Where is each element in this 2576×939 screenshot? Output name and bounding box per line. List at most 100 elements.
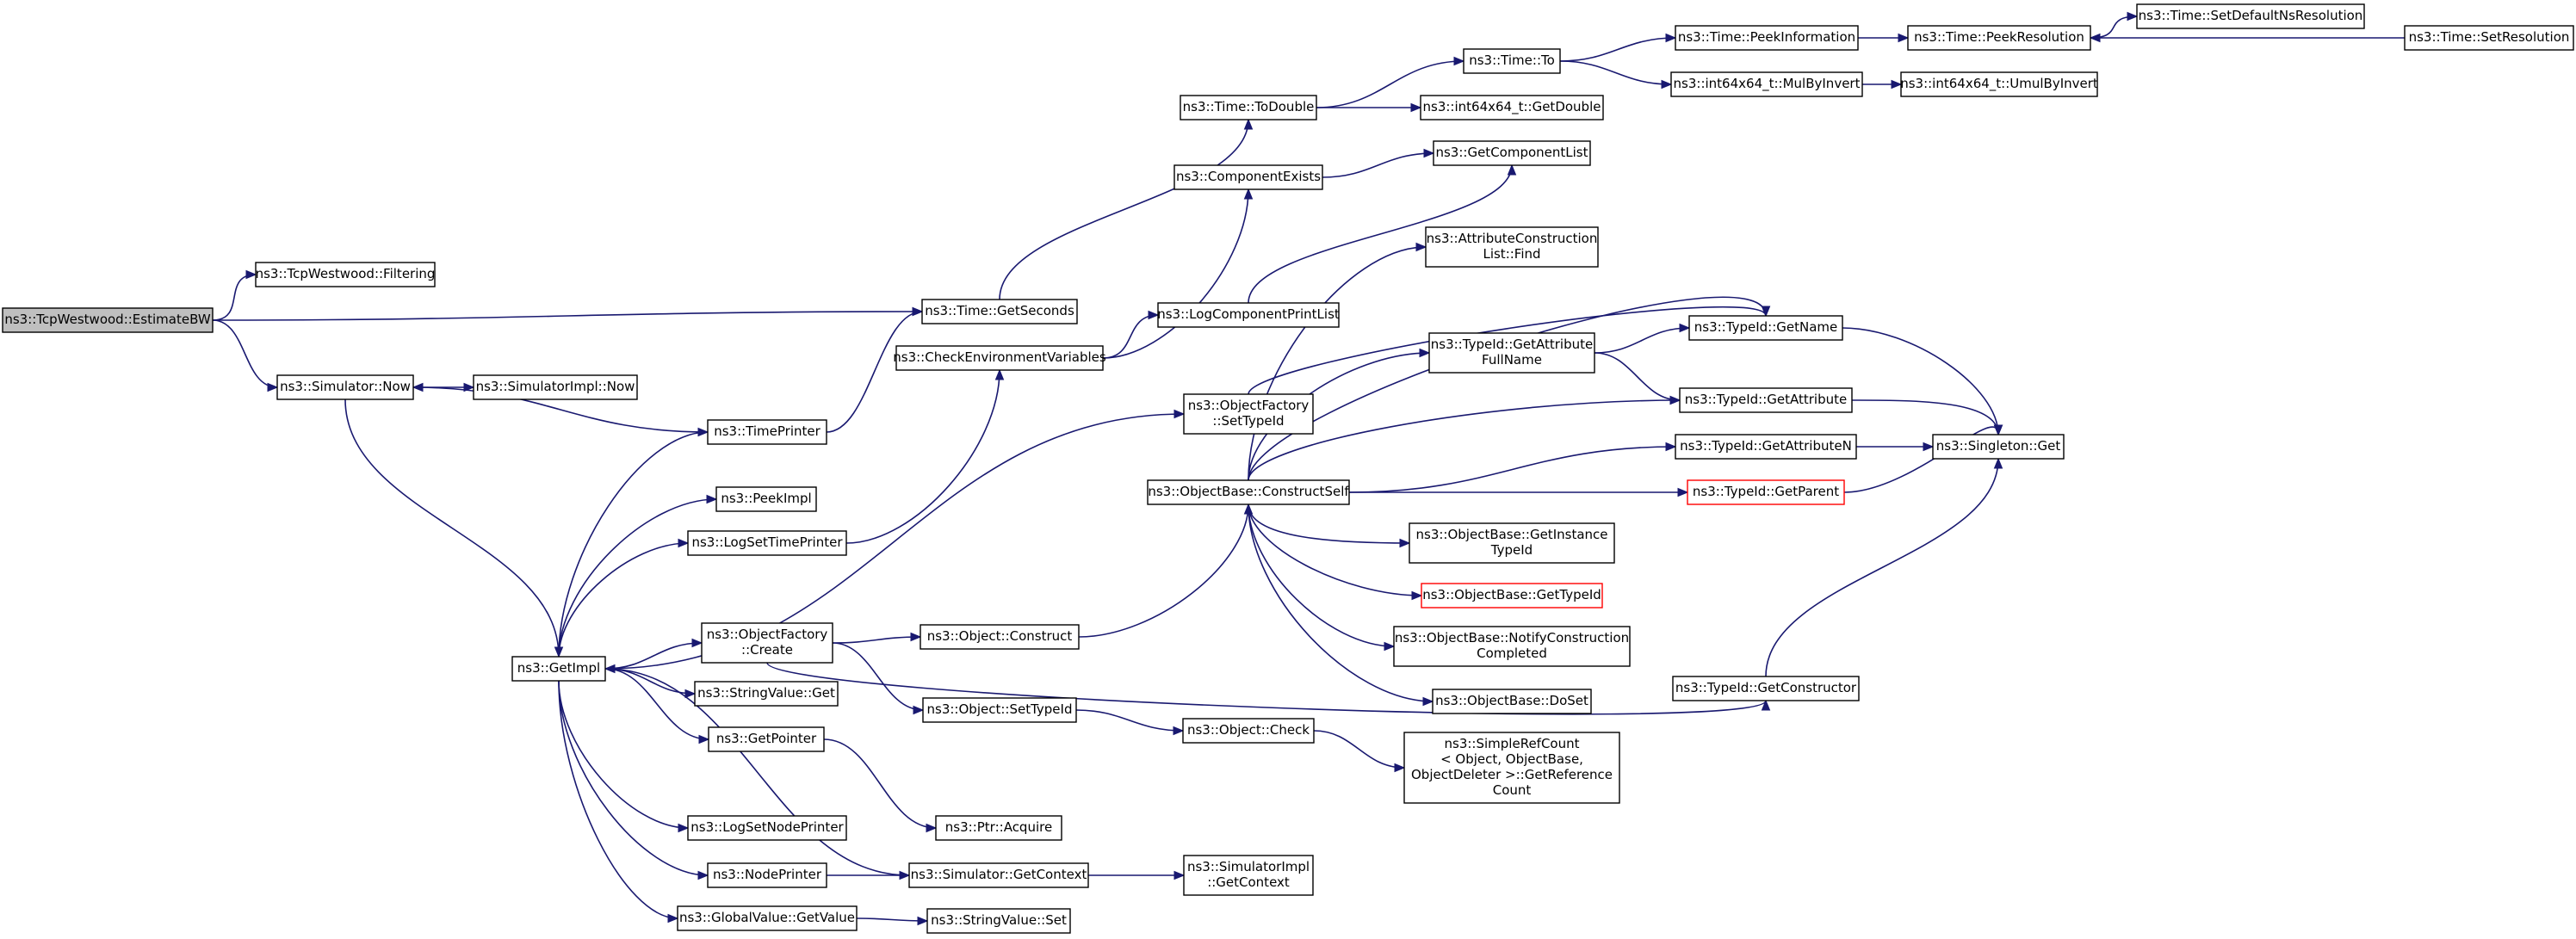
node-ns3-objectbase-notifyconstruction-completed[interactable]: ns3::ObjectBase::NotifyConstructionCompl… [1393,626,1631,667]
edge-objbaseconstructself-to-objbasedoset [1248,503,1434,702]
node-ns3-objectbase-constructself[interactable]: ns3::ObjectBase::ConstructSelf [1147,479,1350,505]
node-ns3-getpointer[interactable]: ns3::GetPointer [708,726,825,752]
arrowhead-icon [910,632,922,642]
node-label: Completed [1477,646,1547,661]
node-box [1688,315,1843,341]
node-box [511,656,606,682]
edge-getimpl-to-timeprinter [558,431,709,658]
node-ns3-objectfactory-create[interactable]: ns3::ObjectFactory::Create [701,622,833,664]
node-ns3-simulatorimpl-getcontext[interactable]: ns3::SimulatorImpl::GetContext [1183,855,1314,896]
node-label: FullName [1482,352,1542,368]
node-ns3-tcpwestwood-filtering[interactable]: ns3::TcpWestwood::Filtering [255,262,436,287]
node-label: ns3::CheckEnvironmentVariables [893,349,1106,365]
node-label: ns3::Time::GetSeconds [925,303,1074,318]
node-box [707,419,827,445]
node-ns3-time-to[interactable]: ns3::Time::To [1463,48,1561,74]
node-label: ns3::StringValue::Get [697,685,835,701]
arrowhead-icon [245,269,257,280]
node-label: ns3::TypeId::GetConstructor [1675,680,1857,695]
arrowhead-icon [463,382,475,392]
arrowhead-icon [1923,442,1935,452]
node-label: ns3::NodePrinter [713,867,822,882]
node-ns3-object-check[interactable]: ns3::Object::Check [1182,718,1315,744]
node-ns3-objectbase-gettypeid[interactable]: ns3::ObjectBase::GetTypeId [1421,583,1603,608]
node-ns3-time-peekresolution[interactable]: ns3::Time::PeekResolution [1907,25,2091,51]
node-ns3-int64x64-t-mulbyinvert[interactable]: ns3::int64x64_t::MulByInvert [1670,71,1863,97]
node-label: ns3::TcpWestwood::Filtering [256,266,436,281]
node-ns3-nodeprinter[interactable]: ns3::NodePrinter [707,862,827,888]
node-ns3-time-setdefaultnsresolution[interactable]: ns3::Time::SetDefaultNsResolution [2136,3,2365,29]
node-ns3-simulator-getcontext[interactable]: ns3::Simulator::GetContext [908,862,1089,888]
arrowhead-icon [899,870,911,880]
node-label: ns3::ObjectBase::NotifyConstruction [1395,630,1629,646]
node-box [1670,71,1863,97]
node-ns3-globalvalue-getvalue[interactable]: ns3::GlobalValue::GetValue [677,905,858,931]
edge-checkenv-to-logcomponentprintlist [1102,314,1159,359]
node-box [1183,393,1314,435]
node-ns3-int64x64-t-umulbyinvert[interactable]: ns3::int64x64_t::UmulByInvert [1900,71,2098,97]
arrowhead-icon [1173,870,1186,880]
node-ns3-timeprinter[interactable]: ns3::TimePrinter [707,419,827,445]
node-box [1675,25,1859,51]
arrowhead-icon [1661,79,1673,90]
arrowhead-icon [2127,11,2139,22]
node-ns3-typeid-getattribute[interactable]: ns3::TypeId::GetAttribute [1679,387,1853,413]
node-ns3-getcomponentlist[interactable]: ns3::GetComponentList [1433,140,1591,166]
node-label: ns3::Simulator::GetContext [911,867,1087,882]
node-box [935,815,1062,841]
node-box [922,697,1077,723]
node-ns3-object-settypeid[interactable]: ns3::Object::SetTypeId [922,697,1077,723]
node-ns3-time-setresolution[interactable]: ns3::Time::SetResolution [2404,25,2574,51]
node-ns3-logcomponentprintlist[interactable]: ns3::LogComponentPrintList [1157,302,1340,328]
node-ns3-singleton-get[interactable]: ns3::Singleton::Get [1932,434,2065,460]
node-ns3-ptr-acquire[interactable]: ns3::Ptr::Acquire [935,815,1062,841]
node-ns3-objectfactory-settypeid[interactable]: ns3::ObjectFactory::SetTypeId [1183,393,1314,435]
arrowhead-icon [1453,56,1465,66]
node-ns3-componentexists[interactable]: ns3::ComponentExists [1173,164,1323,190]
node-ns3-typeid-getname[interactable]: ns3::TypeId::GetName [1688,315,1843,341]
node-label: ns3::Time::PeekInformation [1678,29,1855,45]
edge-objcheck-to-simplerefcount [1313,730,1405,769]
node-label: < Object, ObjectBase, [1440,751,1583,767]
node-ns3-objectbase-doset[interactable]: ns3::ObjectBase::DoSet [1432,689,1592,714]
arrowhead-icon [697,427,709,437]
node-ns3-int64x64-t-getdouble[interactable]: ns3::int64x64_t::GetDouble [1420,95,1604,120]
node-label: ns3::ObjectBase::GetTypeId [1422,587,1601,602]
node-ns3-time-todouble[interactable]: ns3::Time::ToDouble [1180,95,1317,120]
edge-objbaseconstructself-to-objbasegettypeid [1248,503,1422,596]
node-box [1932,434,2065,460]
node-label: ns3::Object::SetTypeId [927,701,1073,717]
node-label: ns3::LogComponentPrintList [1157,306,1340,322]
edge-objbaseconstructself-to-objbasenotify [1248,503,1395,647]
node-ns3-tcpwestwood-estimatebw[interactable]: ns3::TcpWestwood::EstimateBW [2,307,214,333]
node-box [1173,164,1323,190]
node-ns3-stringvalue-set[interactable]: ns3::StringValue::Set [926,908,1071,934]
arrowhead-icon [1679,323,1691,333]
node-ns3-logsettimeprinter[interactable]: ns3::LogSetTimePrinter [687,530,847,556]
arrowhead-icon [1993,457,2003,469]
arrowhead-icon [412,382,424,392]
node-ns3-logsetnodeprinter[interactable]: ns3::LogSetNodePrinter [687,815,847,841]
node-ns3-stringvalue-get[interactable]: ns3::StringValue::Get [694,681,839,707]
node-ns3-object-construct[interactable]: ns3::Object::Construct [920,624,1080,650]
node-ns3-peekimpl[interactable]: ns3::PeekImpl [715,486,817,512]
node-box [926,908,1071,934]
node-ns3-getimpl[interactable]: ns3::GetImpl [511,656,606,682]
node-ns3-typeid-getparent[interactable]: ns3::TypeId::GetParent [1687,479,1845,505]
node-ns3-simulator-now[interactable]: ns3::Simulator::Now [276,374,414,400]
node-ns3-simplerefcount-object-objectbase-objectdeleter-getreference-count[interactable]: ns3::SimpleRefCount< Object, ObjectBase,… [1403,732,1620,804]
node-box [677,905,858,931]
edge-logcomponentprintlist-to-getcomponentlist [1248,164,1513,304]
node-ns3-typeid-getconstructor[interactable]: ns3::TypeId::GetConstructor [1672,676,1860,701]
arrowhead-icon [706,494,718,504]
node-ns3-checkenvironmentvariables[interactable]: ns3::CheckEnvironmentVariables [893,345,1106,371]
node-ns3-simulatorimpl-now[interactable]: ns3::SimulatorImpl::Now [473,374,638,400]
node-label: ns3::GetPointer [716,731,817,746]
node-label: ns3::Time::SetDefaultNsResolution [2139,8,2363,23]
node-ns3-typeid-getattributen[interactable]: ns3::TypeId::GetAttributeN [1675,434,1857,460]
node-ns3-time-getseconds[interactable]: ns3::Time::GetSeconds [921,299,1078,324]
node-ns3-time-peekinformation[interactable]: ns3::Time::PeekInformation [1675,25,1859,51]
